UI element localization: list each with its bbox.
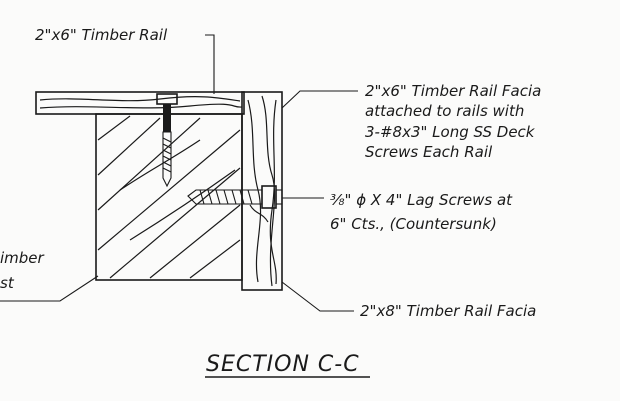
deck-screw [156, 93, 178, 188]
lag-screw [187, 185, 283, 209]
leader-lines [0, 34, 358, 312]
label-rail-facia-line4: Screws Each Rail [365, 143, 493, 161]
label-rail-facia-line1: 2"x6" Timber Rail Facia [365, 82, 541, 100]
label-timber-rail: 2"x6" Timber Rail [35, 26, 168, 44]
label-rail-facia-line3: 3-#8x3" Long SS Deck [365, 123, 536, 141]
label-joist-line1: imber [0, 249, 45, 267]
label-joist-line2: st [0, 274, 15, 292]
label-rail-facia-line2: attached to rails with [365, 102, 524, 120]
timber-rail [35, 91, 245, 115]
label-lag-screw-line1: ³⁄₈" ϕ X 4" Lag Screws at [330, 191, 513, 209]
label-lag-screw-line2: 6" Cts., (Countersunk) [330, 215, 497, 233]
label-bottom-facia: 2"x8" Timber Rail Facia [360, 302, 536, 320]
timber-joist [95, 113, 243, 281]
section-title: SECTION C-C [206, 352, 360, 377]
